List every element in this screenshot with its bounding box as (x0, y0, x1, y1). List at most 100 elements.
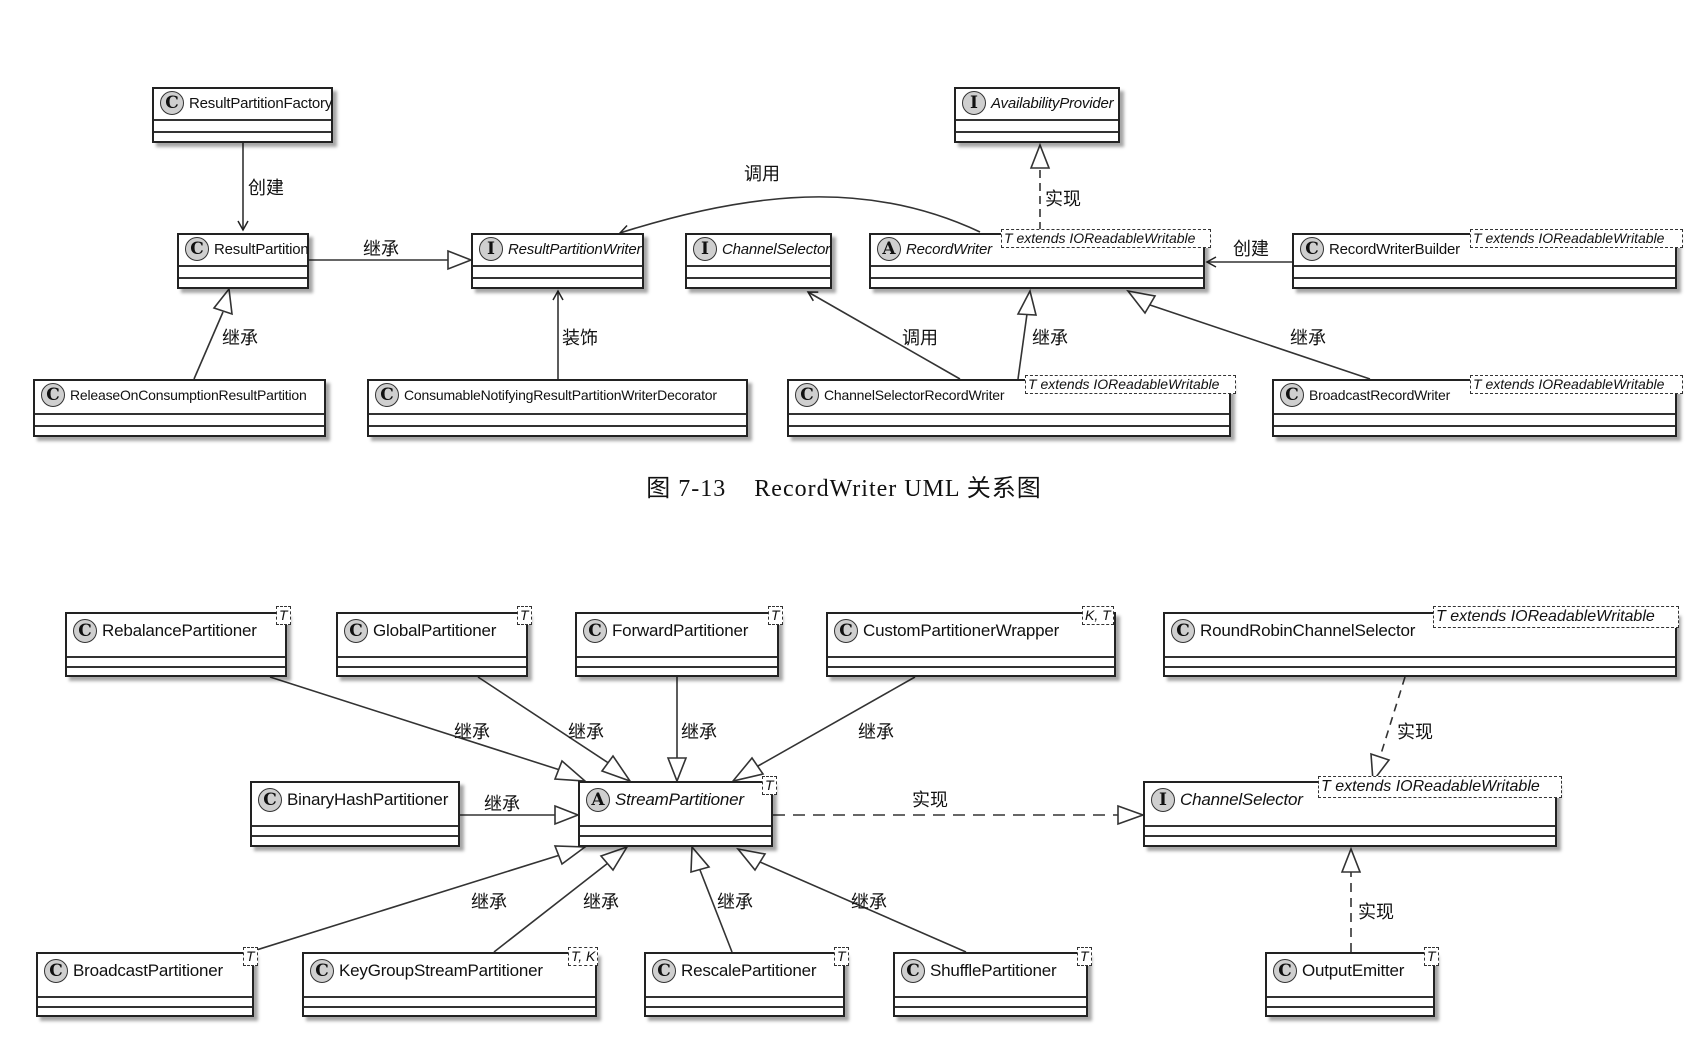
generic-parameter: T extends IOReadableWritable (1001, 229, 1211, 248)
interface-stereotype-icon: I (479, 237, 503, 261)
relation-label: 创建 (248, 178, 284, 199)
realize-arrowhead (1340, 846, 1362, 873)
relation-label: 实现 (1397, 722, 1433, 743)
class-name: ForwardPartitioner (612, 621, 749, 640)
class-name: BinaryHashPartitioner (287, 790, 449, 809)
generic-parameter: T extends IOReadableWritable (1470, 375, 1683, 394)
class-stereotype-icon: C (795, 383, 819, 407)
realize-arrowhead (1029, 142, 1051, 169)
inherit-arrowhead (599, 845, 629, 872)
class-name: RebalancePartitioner (102, 621, 257, 640)
class-custom-partitioner-wrapper: C CustomPartitionerWrapper (826, 612, 1116, 677)
inherit-arrowhead (666, 757, 688, 784)
realize-arrowhead (1117, 804, 1146, 826)
class-stereotype-icon: C (185, 237, 209, 261)
relation-label: 继承 (858, 722, 894, 743)
generic-parameter: K, T (1082, 606, 1114, 625)
caption-number: 图 7-13 (646, 476, 727, 502)
abstract-stereotype-icon: A (586, 788, 610, 812)
class-release-on-consumption-result-partition: C ReleaseOnConsumptionResultPartition (33, 379, 326, 437)
interface-stereotype-icon: I (962, 91, 986, 115)
class-stereotype-icon: C (834, 619, 858, 643)
class-broadcast-partitioner: C BroadcastPartitioner (36, 952, 254, 1017)
relation-call-rw-rpw (618, 196, 981, 236)
generic-parameter: T (762, 776, 777, 795)
class-name: CustomPartitionerWrapper (863, 621, 1060, 640)
class-name: RoundRobinChannelSelector (1200, 621, 1416, 640)
inherit-arrowhead (553, 759, 588, 782)
class-stereotype-icon: C (901, 959, 925, 983)
class-stereotype-icon: C (258, 788, 282, 812)
inherit-arrowhead (690, 844, 711, 874)
inherit-arrowhead (553, 845, 588, 866)
class-name: ResultPartition (214, 240, 309, 258)
relation-label: 继承 (222, 328, 258, 349)
class-name: ShufflePartitioner (930, 961, 1057, 980)
relation-label: 装饰 (562, 328, 598, 349)
relation-label: 继承 (1032, 328, 1068, 349)
class-name: BroadcastPartitioner (73, 961, 224, 980)
class-output-emitter: C OutputEmitter (1265, 952, 1435, 1017)
class-stereotype-icon: C (44, 959, 68, 983)
class-stereotype-icon: C (1300, 237, 1324, 261)
inherit-arrowhead (600, 754, 633, 783)
class-name: ReleaseOnConsumptionResultPartition (70, 387, 307, 403)
class-name: ConsumableNotifyingResultPartitionWriter… (404, 387, 717, 403)
class-name: RecordWriterBuilder (1329, 240, 1460, 258)
class-name: ResultPartitionWriter (508, 240, 642, 258)
generic-parameter: T (768, 606, 783, 625)
class-stereotype-icon: C (1280, 383, 1304, 407)
class-name: RescalePartitioner (681, 961, 817, 980)
generic-parameter: T, K (568, 947, 599, 966)
relation-label: 调用 (902, 328, 938, 349)
relation-label: 继承 (454, 722, 490, 743)
class-stereotype-icon: C (160, 91, 184, 115)
class-stereotype-icon: C (1171, 619, 1195, 643)
class-name: ChannelSelector (722, 240, 830, 258)
relation-label: 继承 (681, 722, 717, 743)
interface-stereotype-icon: I (693, 237, 717, 261)
relation-label: 调用 (744, 164, 780, 185)
relation-realize-roundrobin-cs (1379, 676, 1406, 758)
relation-inherit-release-rp (193, 311, 224, 380)
generic-parameter: T extends IOReadableWritable (1433, 606, 1679, 628)
class-name: ChannelSelector (1180, 790, 1303, 809)
class-name: GlobalPartitioner (373, 621, 497, 640)
class-name: ChannelSelectorRecordWriter (824, 387, 1005, 403)
class-name: AvailabilityProvider (991, 94, 1114, 112)
relation-label: 继承 (471, 892, 507, 913)
inherit-arrowhead (1016, 288, 1038, 316)
relation-inherit-broadcast (249, 854, 561, 953)
relation-label: 继承 (484, 794, 520, 815)
relation-label: 继承 (568, 722, 604, 743)
class-name: KeyGroupStreamPartitioner (339, 961, 543, 980)
class-name: OutputEmitter (1302, 961, 1405, 980)
relation-inherit-csrw-rw (1017, 313, 1028, 380)
inherit-arrowhead (736, 847, 767, 872)
class-stereotype-icon: C (1273, 959, 1297, 983)
relation-label: 创建 (1233, 239, 1269, 260)
relation-label: 继承 (583, 892, 619, 913)
class-shuffle-partitioner: C ShufflePartitioner (893, 952, 1088, 1017)
generic-parameter: T (1077, 947, 1092, 966)
class-stereotype-icon: C (41, 383, 65, 407)
relation-label: 继承 (1290, 328, 1326, 349)
interface-stereotype-icon: I (1151, 788, 1175, 812)
relation-inherit-global (477, 676, 611, 765)
class-key-group-stream-partitioner: C KeyGroupStreamPartitioner (302, 952, 597, 1017)
inherit-arrowhead (730, 756, 765, 783)
class-stereotype-icon: C (310, 959, 334, 983)
inherit-arrowhead (212, 286, 233, 316)
interface-availability-provider: I AvailabilityProvider (954, 87, 1120, 143)
relation-label: 实现 (912, 790, 948, 811)
generic-parameter: T (1424, 947, 1439, 966)
relation-inherit-keygroup (493, 862, 609, 953)
relation-label: 继承 (717, 892, 753, 913)
abstract-stereotype-icon: A (877, 237, 901, 261)
relation-inherit-shuffle (759, 861, 967, 953)
